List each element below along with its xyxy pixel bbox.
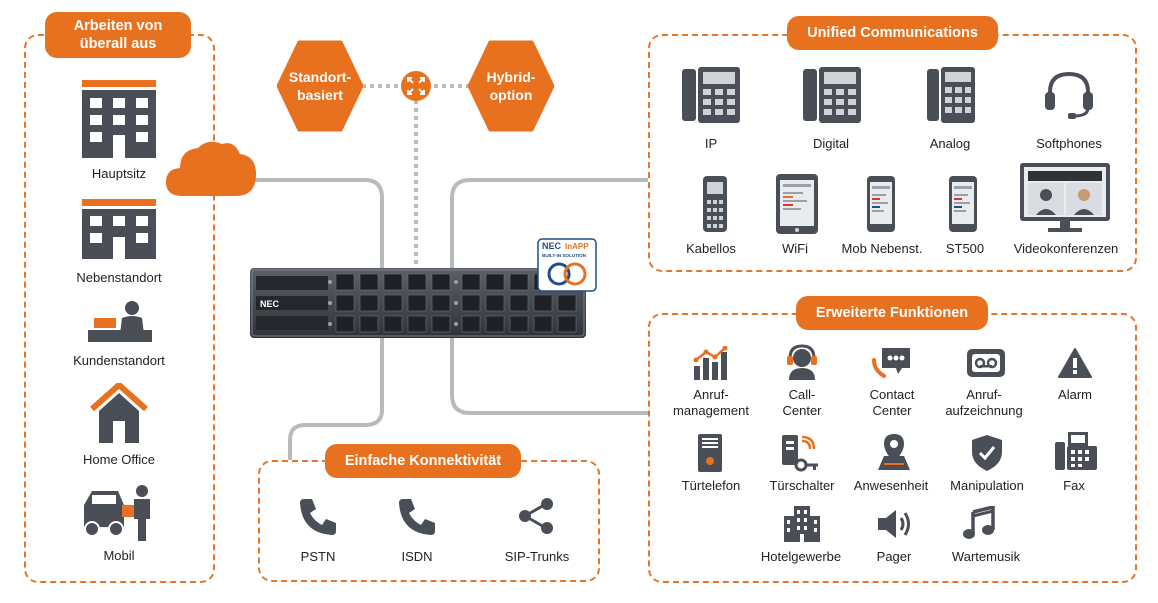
alarm-icon bbox=[1058, 347, 1092, 379]
mobile-label: Mobil bbox=[103, 548, 135, 563]
customer-site-label: Kundenstandort bbox=[73, 353, 165, 368]
presence-location-icon bbox=[874, 432, 914, 472]
uc-label-ip: IP bbox=[704, 136, 718, 151]
on-premise-hexagon: Standort-basiert bbox=[277, 40, 363, 132]
uc-label-digital: Digital bbox=[812, 136, 850, 151]
feature-label-hotel: Hotelgewerbe bbox=[760, 549, 842, 564]
tamper-shield-icon bbox=[971, 434, 1003, 472]
music-note-icon bbox=[963, 506, 995, 540]
hybrid-hub-icon bbox=[400, 70, 432, 102]
call-recording-icon bbox=[966, 348, 1006, 378]
feature-label-door-phone: Türtelefon bbox=[681, 478, 741, 493]
feature-label-tamper: Manipulation bbox=[950, 478, 1024, 493]
cloud-icon bbox=[164, 138, 258, 198]
feature-label-call-management: Anruf-management bbox=[673, 387, 749, 418]
branch-office-label: Nebenstandort bbox=[76, 270, 162, 285]
inapp-badge: NEC InAPP BUILT-IN SOLUTION bbox=[537, 238, 597, 292]
feature-label-fax: Fax bbox=[1063, 478, 1085, 493]
unified-communications-title: Unified Communications bbox=[787, 16, 998, 50]
connect-label-isdn: ISDN bbox=[401, 549, 433, 564]
home-office-icon bbox=[90, 383, 148, 445]
svg-text:NEC: NEC bbox=[260, 299, 280, 309]
door-phone-icon bbox=[697, 433, 723, 473]
door-switch-icon bbox=[780, 433, 820, 473]
video-conference-icon bbox=[1020, 163, 1110, 233]
feature-label-alarm: Alarm bbox=[1058, 387, 1092, 402]
sip-share-icon bbox=[516, 496, 556, 536]
mobile-extension-icon bbox=[867, 176, 895, 232]
headquarters-label: Hauptsitz bbox=[91, 166, 147, 181]
mobile-worker-icon bbox=[80, 483, 156, 541]
headquarters-icon bbox=[82, 80, 156, 158]
uc-label-wifi: WiFi bbox=[782, 241, 808, 256]
ip-phone-icon bbox=[682, 67, 740, 123]
simple-connectivity-title: Einfache Konnektivität bbox=[325, 444, 521, 478]
digital-phone-icon bbox=[803, 67, 861, 123]
feature-label-pager: Pager bbox=[876, 549, 912, 564]
fax-icon bbox=[1054, 430, 1098, 472]
call-center-icon bbox=[785, 344, 819, 380]
uc-label-video: Videokonferenzen bbox=[1013, 241, 1119, 256]
feature-label-call-center: Call-Center bbox=[782, 387, 822, 418]
work-anywhere-title: Arbeiten von überall aus bbox=[45, 12, 191, 58]
contact-center-icon bbox=[872, 346, 912, 380]
feature-label-door-switch: Türschalter bbox=[769, 478, 835, 493]
connect-label-sip: SIP-Trunks bbox=[504, 549, 570, 564]
headset-icon bbox=[1042, 70, 1096, 120]
svg-text:NEC: NEC bbox=[542, 241, 562, 251]
feature-label-call-recording: Anruf-aufzeichnung bbox=[945, 387, 1023, 418]
st500-phone-icon bbox=[949, 176, 977, 232]
nec-server-icon: NEC bbox=[250, 268, 586, 338]
feature-label-presence: Anwesenheit bbox=[853, 478, 929, 493]
uc-label-analog: Analog bbox=[929, 136, 971, 151]
pager-speaker-icon bbox=[876, 508, 914, 540]
hybrid-option-hexagon: Hybrid-option bbox=[468, 40, 554, 132]
uc-label-cordless: Kabellos bbox=[686, 241, 736, 256]
home-office-label: Home Office bbox=[82, 452, 156, 467]
advanced-features-title: Erweiterte Funktionen bbox=[796, 296, 988, 330]
cordless-phone-icon bbox=[703, 176, 727, 232]
svg-text:InAPP: InAPP bbox=[565, 242, 589, 251]
branch-office-icon bbox=[82, 199, 156, 259]
call-management-icon bbox=[692, 346, 730, 380]
analog-phone-icon bbox=[927, 67, 975, 123]
connect-label-pstn: PSTN bbox=[300, 549, 336, 564]
wifi-tablet-icon bbox=[776, 174, 818, 234]
svg-text:BUILT-IN SOLUTION: BUILT-IN SOLUTION bbox=[542, 253, 587, 258]
isdn-phone-icon bbox=[397, 497, 437, 537]
uc-label-st500: ST500 bbox=[945, 241, 985, 256]
customer-site-icon bbox=[88, 300, 152, 344]
uc-label-mobile-extension: Mob Nebenst. bbox=[841, 241, 923, 256]
hotel-icon bbox=[782, 506, 822, 542]
pstn-phone-icon bbox=[298, 497, 338, 537]
feature-label-hold-music: Wartemusik bbox=[951, 549, 1021, 564]
uc-label-softphones: Softphones bbox=[1036, 136, 1102, 151]
